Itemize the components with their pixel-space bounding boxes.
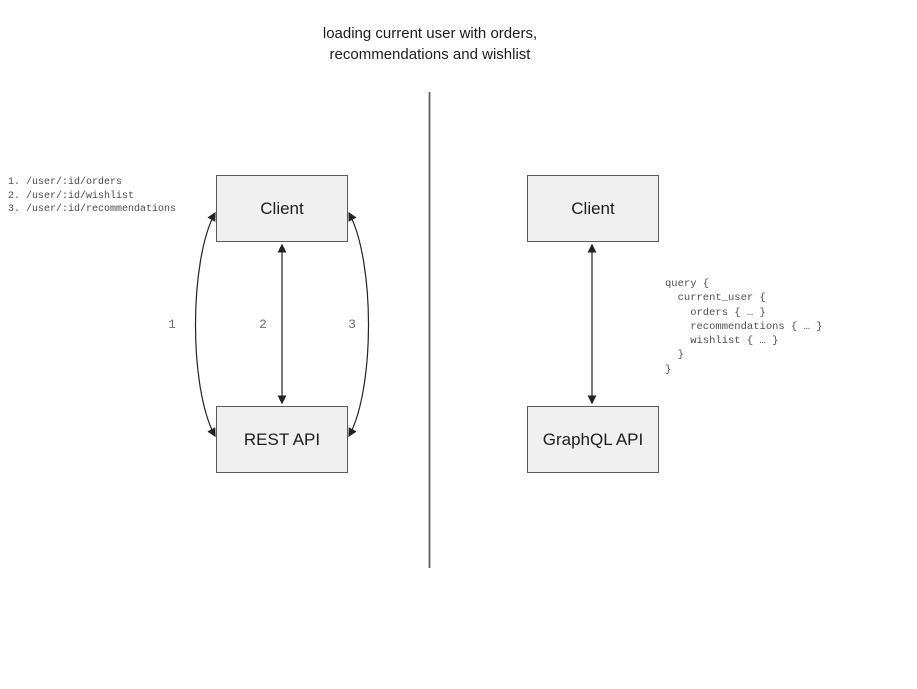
rest-arrow-label-2: 2 xyxy=(259,317,267,332)
graphql-api-label: GraphQL API xyxy=(542,429,644,449)
rest-client-label: Client xyxy=(260,198,304,218)
diagram-title-line1: loading current user with orders, xyxy=(322,25,538,42)
rest-arrow-label-3: 3 xyxy=(348,317,356,332)
graphql-client-label: Client xyxy=(571,198,615,218)
rest-api-node: REST API xyxy=(216,406,348,473)
graphql-query-line: wishlist { … } xyxy=(665,335,779,348)
graphql-query-line: query { xyxy=(665,278,710,290)
graphql-query-snippet: query { current_user { orders { … } reco… xyxy=(665,277,823,377)
graphql-api-node: GraphQL API xyxy=(527,406,659,473)
graphql-query-line: } xyxy=(665,349,684,362)
graphql-query-line: } xyxy=(665,363,672,376)
graphql-query-line: orders { … } xyxy=(665,306,766,319)
rest-arrow-1-curve xyxy=(194,211,216,438)
rest-api-label: REST API xyxy=(243,429,321,449)
graphql-client-node: Client xyxy=(527,175,659,242)
diagram-title-line2: recommendations and wishlist xyxy=(329,46,531,63)
rest-endpoint-recommendations: 3. /user/:id/recommendations xyxy=(8,204,177,215)
diagram-title: loading current user with orders, recomm… xyxy=(230,23,630,65)
rest-endpoint-list: 1. /user/:id/orders 2. /user/:id/wishlis… xyxy=(8,176,176,217)
rest-client-node: Client xyxy=(216,175,348,242)
rest-endpoint-orders: 1. /user/:id/orders xyxy=(8,177,123,188)
rest-endpoint-wishlist: 2. /user/:id/wishlist xyxy=(8,190,135,202)
graphql-query-line: current_user { xyxy=(665,292,766,305)
rest-arrow-label-1: 1 xyxy=(168,317,176,332)
graphql-query-line: recommendations { … } xyxy=(665,320,823,333)
